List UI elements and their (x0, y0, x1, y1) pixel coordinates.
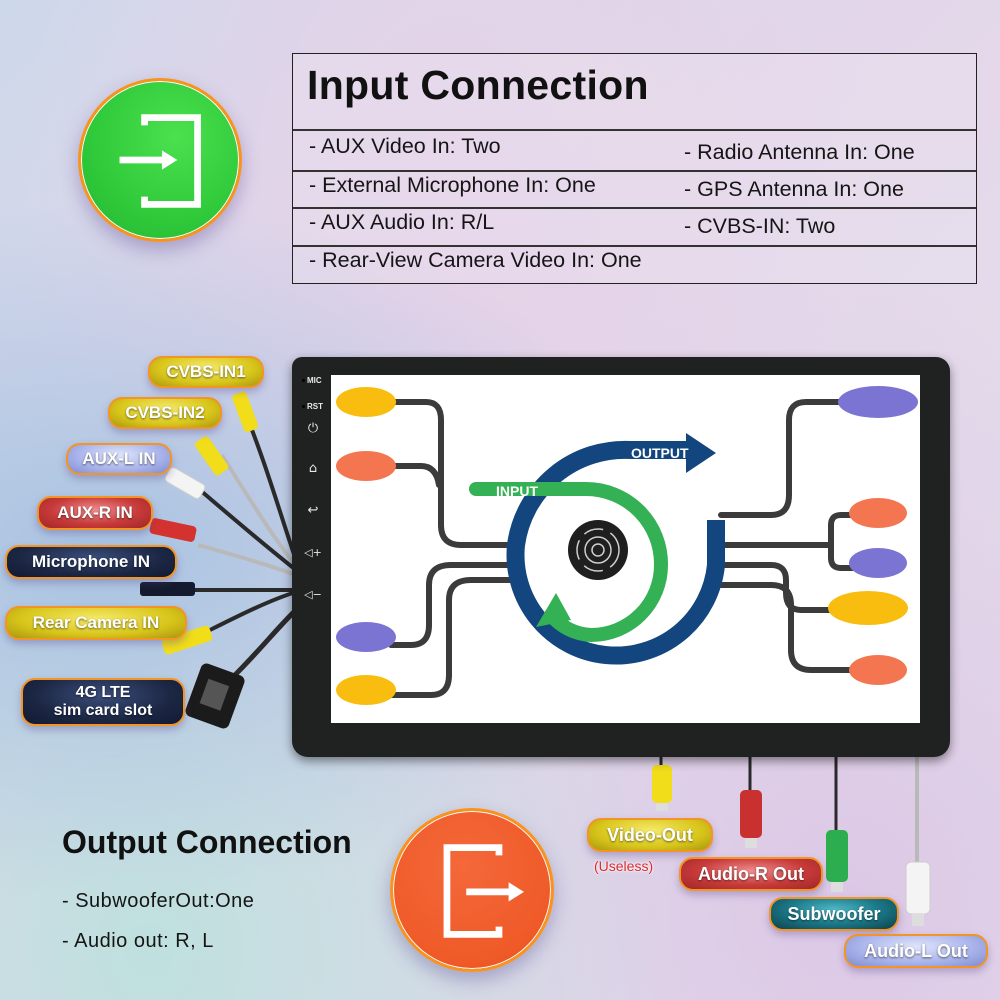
input-node-purple (336, 622, 396, 652)
input-spec-item: - CVBS-IN: Two (684, 214, 836, 238)
output-node-yellow (828, 591, 908, 625)
label-subwoofer: Subwoofer (769, 897, 899, 931)
connector-line (388, 463, 442, 488)
connector-line (388, 399, 519, 548)
input-node-yellow (336, 675, 396, 705)
output-node-orange (849, 498, 907, 528)
rca-plug-red (149, 518, 197, 542)
volume-down-icon[interactable]: ◁− (304, 588, 322, 601)
input-output-diagram: OUTPUT INPUT (336, 386, 918, 705)
input-connection-title: Input Connection (307, 62, 649, 108)
output-node-purple (849, 548, 907, 578)
output-label: OUTPUT (631, 445, 689, 461)
output-node-purple (838, 386, 918, 418)
sign-in-icon (119, 114, 201, 208)
cable-wire (197, 543, 297, 577)
row-divider (293, 170, 976, 172)
label-4g-lte-line2: sim card slot (53, 702, 153, 719)
rca-plug-white (905, 861, 931, 926)
label-audio-l-out: Audio-L Out (844, 934, 988, 968)
input-spec-item: - External Microphone In: One (309, 173, 596, 197)
output-arrow-head (686, 433, 716, 473)
input-label: INPUT (496, 483, 538, 499)
input-spec-item: - GPS Antenna In: One (684, 177, 904, 201)
rca-plug-yellow (232, 391, 258, 432)
row-divider (293, 129, 976, 131)
gear-cycle-icon (576, 528, 620, 572)
input-spec-item: - AUX Video In: Two (309, 134, 501, 158)
label-cvbs-in1: CVBS-IN1 (148, 356, 264, 388)
back-icon[interactable]: ↩ (307, 503, 319, 518)
output-connection-title: Output Connection (62, 824, 352, 860)
rst-label-text: RST (307, 402, 323, 411)
label-microphone-in: Microphone IN (5, 545, 177, 579)
rca-plug-red (740, 790, 762, 848)
label-rear-camera-in: Rear Camera IN (5, 606, 187, 640)
output-spec-item: - SubwooferOut:One (62, 890, 255, 912)
mic-label-text: MIC (307, 376, 322, 385)
cable-wire (242, 409, 298, 561)
rst-label: RST (302, 402, 323, 411)
output-node-orange (849, 655, 907, 685)
home-icon[interactable]: ⌂ (308, 461, 318, 476)
label-4g-lte-sim-slot: 4G LTE sim card slot (21, 678, 185, 726)
mic-jack-plug (140, 582, 195, 596)
label-video-out: Video-Out (587, 818, 713, 852)
rca-plug-yellow (195, 436, 229, 476)
label-cvbs-in2: CVBS-IN2 (108, 397, 222, 429)
label-audio-r-out: Audio-R Out (679, 857, 823, 891)
row-divider (293, 245, 976, 247)
input-arrow-loop (469, 482, 669, 643)
row-divider (293, 207, 976, 209)
label-4g-lte-line1: 4G LTE (75, 684, 131, 701)
output-spec-item: - Audio out: R, L (62, 930, 214, 952)
connector-line (718, 582, 864, 673)
input-node-orange (336, 451, 396, 481)
rca-plug-white (164, 467, 206, 499)
input-connection-icon-badge (78, 78, 242, 242)
input-arrow-head (536, 593, 571, 627)
sign-out-icon (443, 844, 525, 938)
connector-line (388, 577, 519, 698)
rca-plug-yellow (161, 625, 213, 655)
sim-card-slot (185, 663, 245, 729)
input-spec-item: - Radio Antenna In: One (684, 140, 915, 164)
label-aux-r-in: AUX-R IN (37, 496, 153, 530)
cable-wire (209, 590, 297, 632)
cable-wire (220, 453, 298, 568)
input-connection-table: Input Connection - AUX Video In: Two - E… (292, 53, 977, 284)
power-icon[interactable]: ⏻ (307, 421, 319, 436)
output-connection-icon-badge (390, 808, 554, 972)
connector-line (718, 512, 864, 548)
rca-plug-yellow (652, 765, 672, 811)
rca-plug-green (826, 830, 848, 892)
device-screen: OUTPUT INPUT (331, 375, 920, 723)
label-aux-l-in: AUX-L IN (66, 443, 172, 475)
connector-line (828, 542, 864, 571)
mic-label: MIC (302, 376, 322, 385)
video-out-note: (Useless) (594, 858, 654, 874)
volume-up-icon[interactable]: ◁+ (304, 546, 322, 559)
cable-wire (198, 488, 298, 572)
output-arrow-loop (506, 440, 725, 665)
connector-line (718, 399, 864, 518)
input-spec-item: - Rear-View Camera Video In: One (309, 248, 642, 272)
input-node-yellow (336, 387, 396, 417)
input-spec-item: - AUX Audio In: R/L (309, 210, 495, 234)
connector-line (388, 562, 519, 648)
cable-wire (233, 608, 298, 677)
